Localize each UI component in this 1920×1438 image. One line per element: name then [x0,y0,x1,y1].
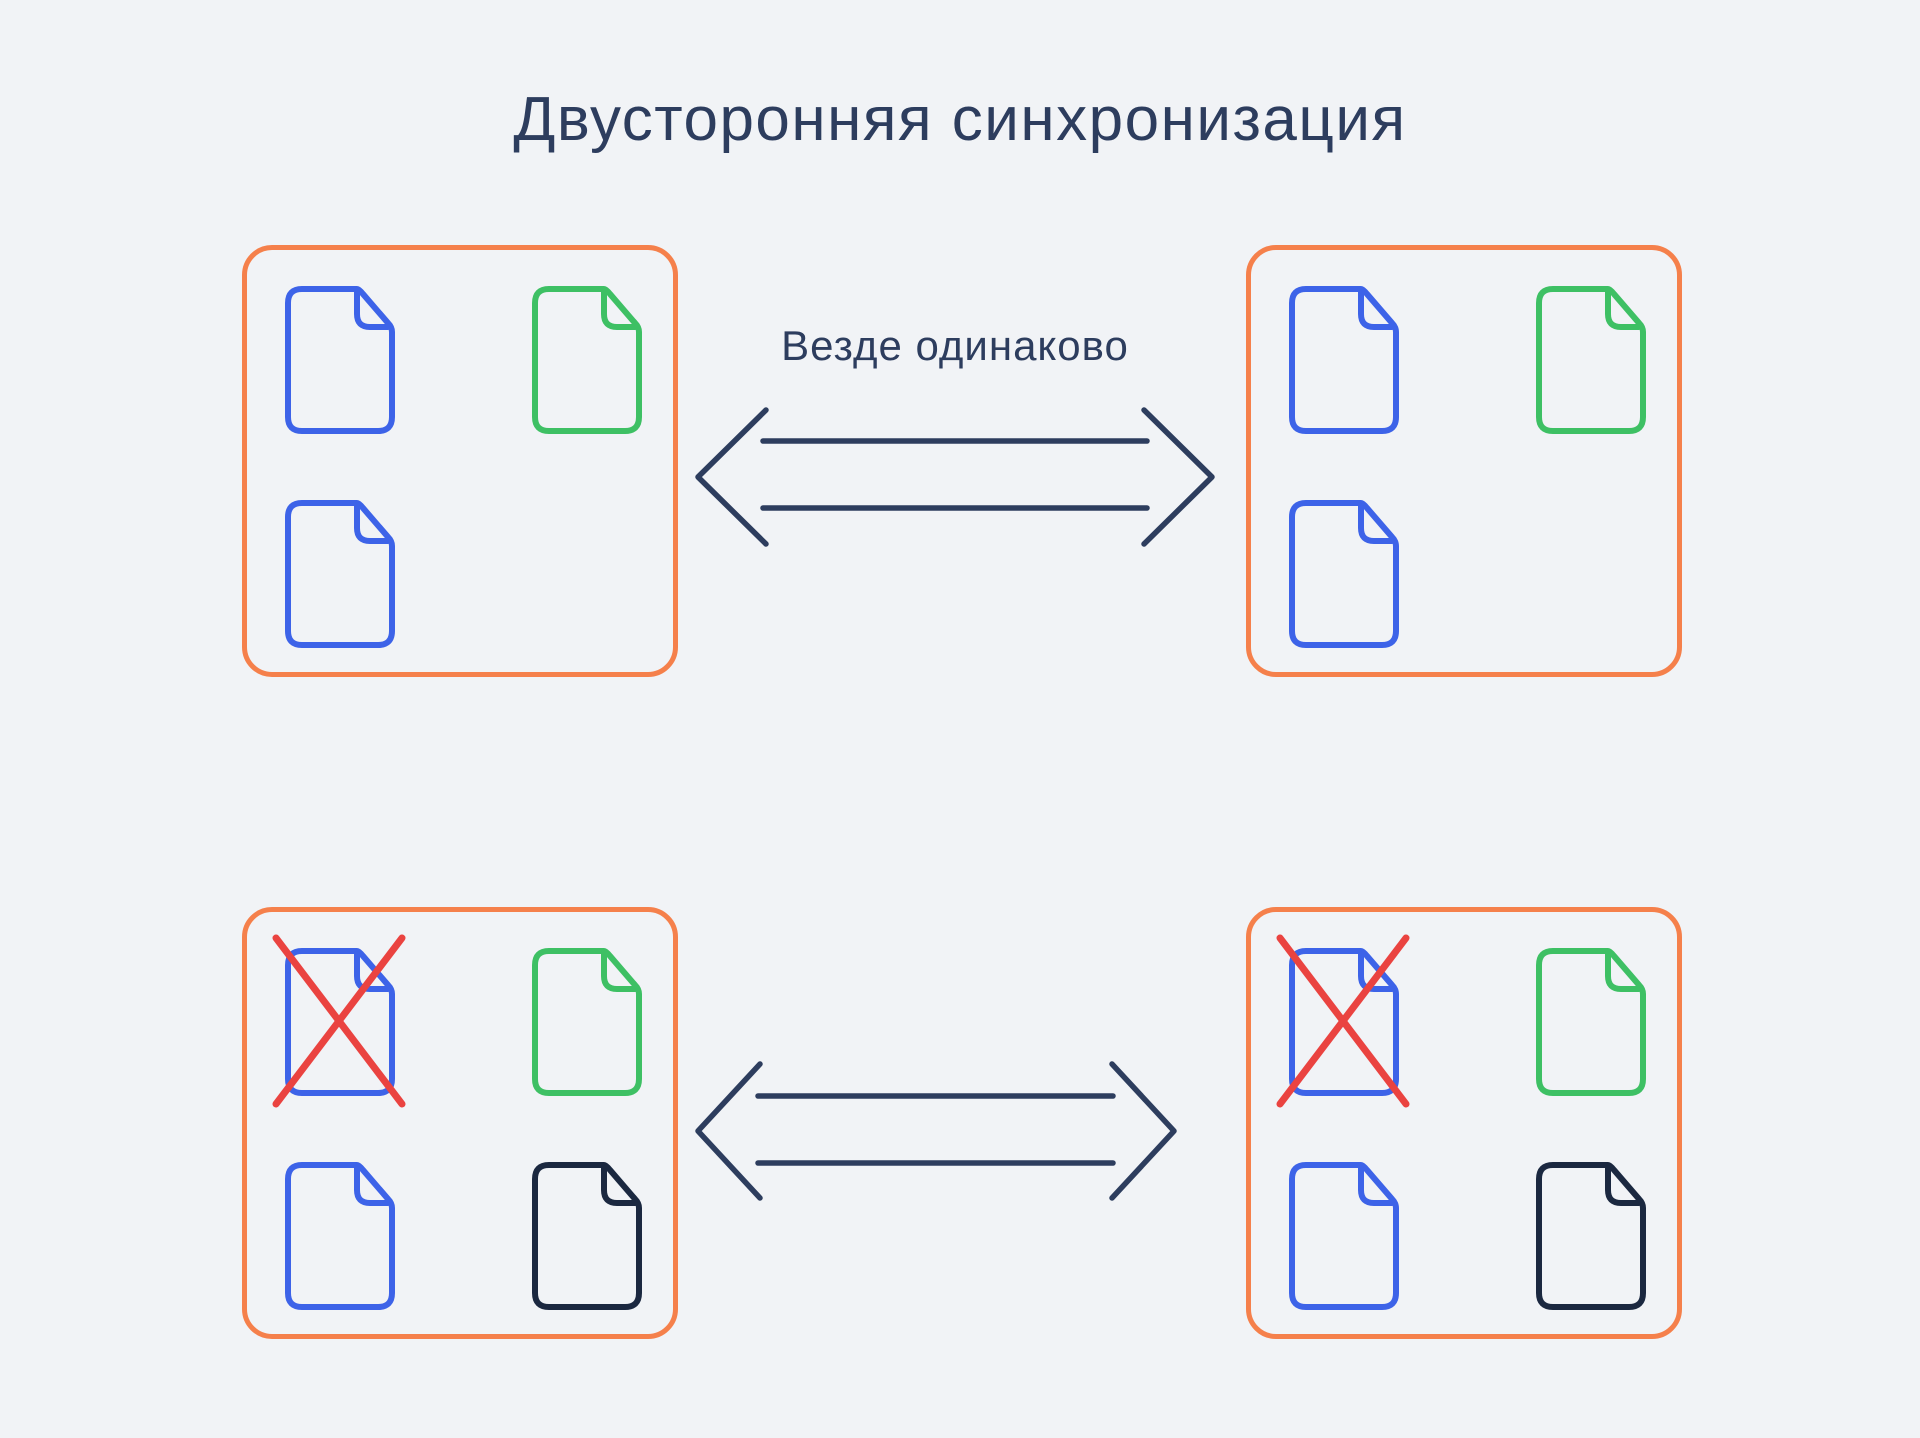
arrow-right-chevron [1109,1061,1177,1201]
file-icon-blue [1289,286,1399,434]
file-icon-blue [285,1162,395,1310]
file-icon-blue [1289,500,1399,648]
file-icon-green [1536,286,1646,434]
deleted-file-icon-blue [1276,934,1410,1108]
diagram-title: Двусторонняя синхронизация [513,85,1407,154]
sync-equal-label: Везде одинаково [781,322,1129,369]
arrow-left-chevron [695,407,769,547]
file-icon-blue [285,286,395,434]
file-icon-navy [532,1162,642,1310]
deleted-file-icon-blue [272,934,406,1108]
two-way-arrow-bottom [695,1061,1177,1201]
storage-box-top-right [1246,245,1682,677]
file-icon-green [1536,948,1646,1096]
storage-box-bottom-right [1246,907,1682,1339]
file-icon-navy [1536,1162,1646,1310]
file-icon-blue [285,500,395,648]
file-icon-blue [1289,1162,1399,1310]
arrow-left-chevron [695,1061,763,1201]
two-way-arrow-top [695,407,1215,547]
file-icon-green [532,286,642,434]
file-icon-green [532,948,642,1096]
storage-box-top-left [242,245,678,677]
storage-box-bottom-left [242,907,678,1339]
arrow-right-chevron [1141,407,1215,547]
